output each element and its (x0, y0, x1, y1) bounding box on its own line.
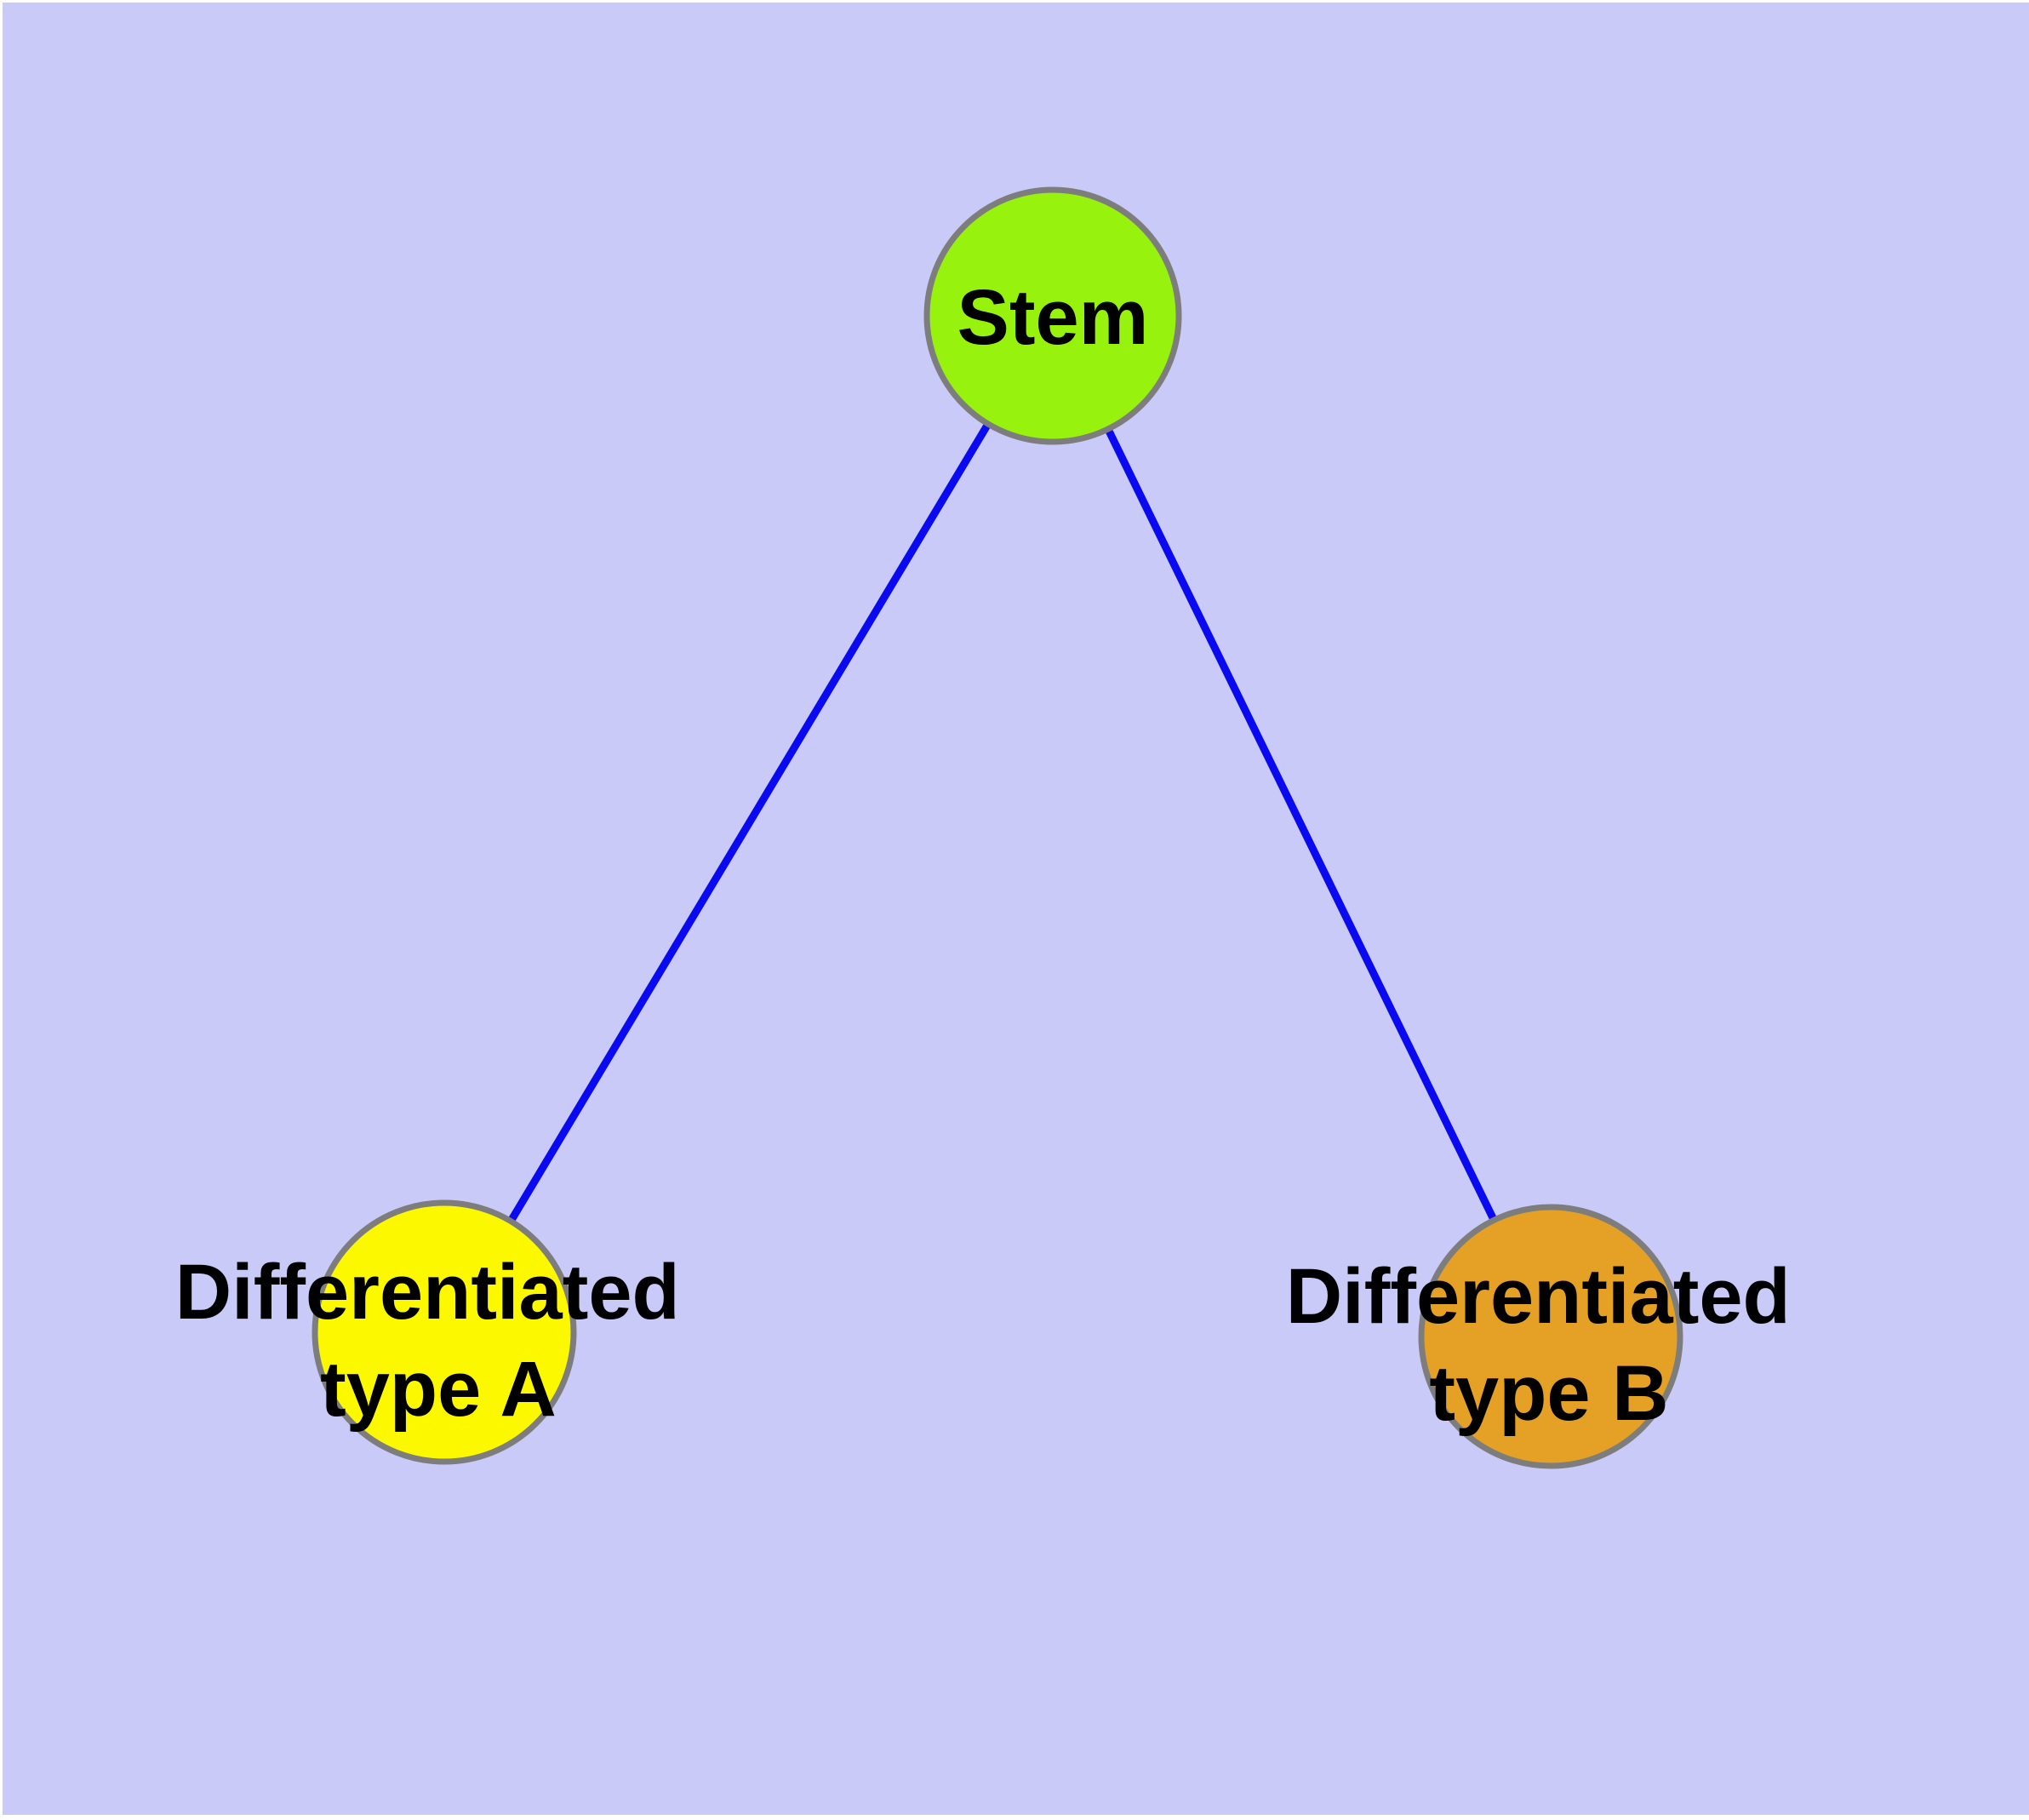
edge-stem-to-type-a (441, 313, 1056, 1335)
node-differentiated-type-b: Differentiated type B (1286, 1204, 1813, 1469)
node-stem: Stem (923, 186, 1182, 445)
node-differentiated-type-a-circle (311, 1199, 577, 1465)
node-differentiated-type-b-label-line2: type B (1429, 1350, 1668, 1437)
edge-stem-to-type-b (1049, 314, 1555, 1338)
node-differentiated-type-a-label: Differentiated type A (175, 1249, 702, 1433)
node-differentiated-type-b-label: Differentiated type B (1286, 1253, 1813, 1437)
node-stem-label: Stem (957, 274, 1149, 361)
node-stem-circle (923, 186, 1182, 445)
node-differentiated-type-a: Differentiated type A (175, 1199, 702, 1465)
node-differentiated-type-b-circle (1418, 1204, 1683, 1469)
node-differentiated-type-a-label-line2: type A (320, 1346, 557, 1433)
node-differentiated-type-a-label-line1: Differentiated (175, 1249, 680, 1336)
node-differentiated-type-b-label-line1: Differentiated (1286, 1253, 1791, 1340)
